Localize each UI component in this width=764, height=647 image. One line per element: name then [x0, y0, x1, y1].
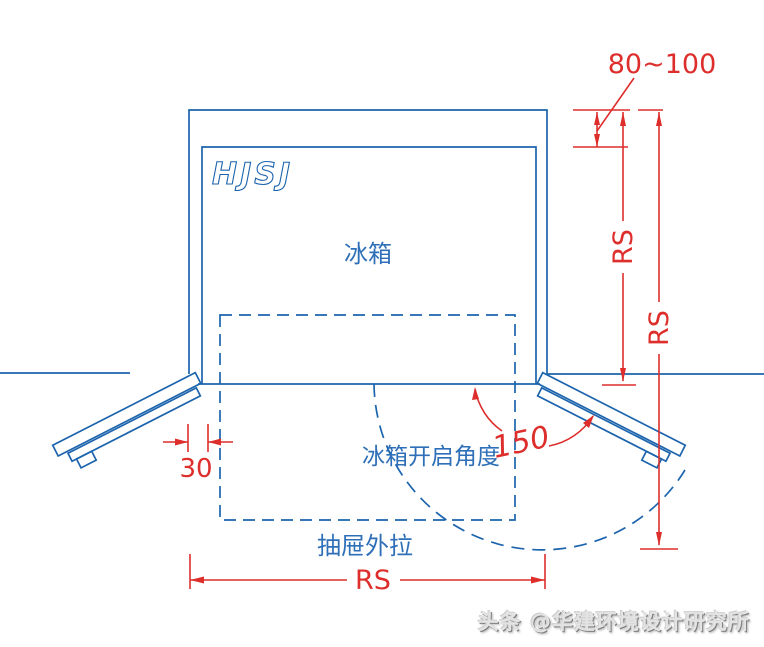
top-clearance-value: 80~100 — [608, 49, 717, 80]
opening-angle-label: 冰箱开启角度 — [362, 444, 500, 470]
dimension-fridge-width-rs: RS — [189, 554, 546, 596]
door-gap-value: 30 — [179, 454, 212, 484]
overall-depth-value: RS — [644, 310, 675, 346]
dimension-door-gap-30: 30 — [163, 424, 233, 484]
door-swing-arc — [373, 383, 686, 551]
fridge-depth-value: RS — [608, 229, 639, 265]
refrigerator-body-outline — [198, 146, 540, 385]
fridge-label: 冰箱 — [344, 240, 392, 268]
drawer-pull-label: 抽屉外拉 — [317, 532, 413, 560]
fridge-width-value: RS — [355, 565, 391, 596]
dimension-overall-depth-rs: RS — [640, 112, 678, 550]
dimension-fridge-depth-rs: RS — [602, 112, 639, 386]
right-door-open — [536, 371, 687, 470]
watermark-text: 头条 @华建环境设计研究所 — [477, 610, 750, 634]
dimension-top-clearance: 80~100 — [573, 49, 717, 148]
drawer-pullout-dashed-rect — [219, 314, 516, 521]
left-door-open — [51, 371, 202, 470]
logo-text: HJSJ — [212, 157, 293, 192]
opening-angle-value: 150 — [489, 420, 552, 466]
wall-line — [0, 372, 764, 375]
cabinet-niche-outline — [188, 109, 548, 374]
